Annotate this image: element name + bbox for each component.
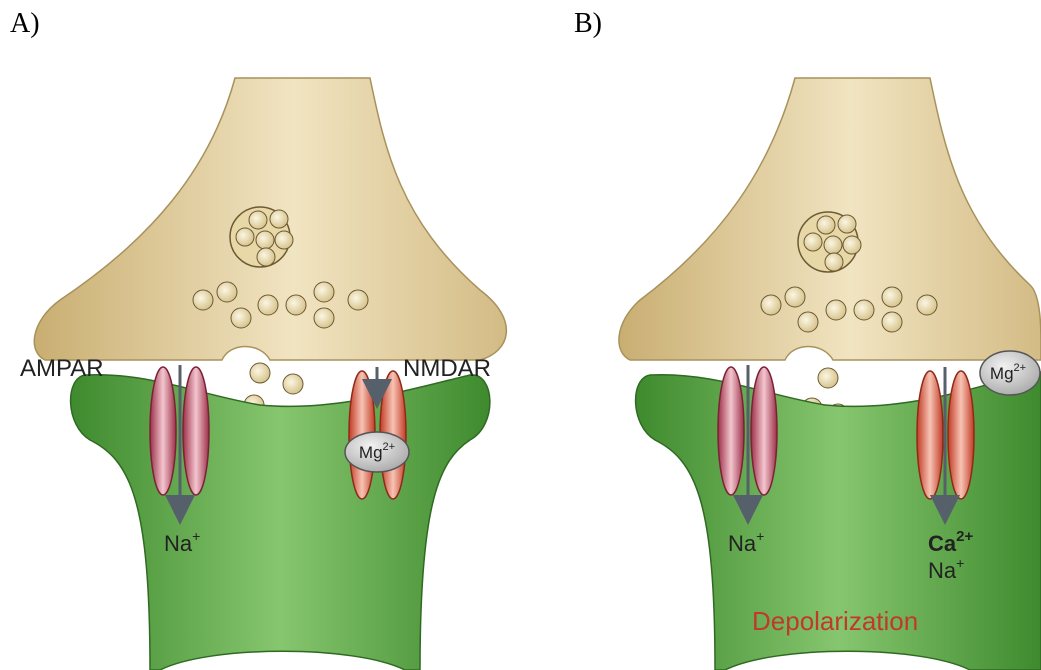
mg-ion-released: Mg2+ — [980, 351, 1040, 395]
depolarization-label: Depolarization — [752, 606, 918, 636]
panel-b: Mg2+ Na+ Ca2+ Na+ Depolarization — [619, 78, 1041, 670]
ampar-label: AMPAR — [20, 355, 104, 382]
postsynaptic-spine — [71, 375, 490, 670]
mg-ion-blocking: Mg2+ — [345, 432, 409, 472]
nmdar-label: NMDAR — [403, 355, 491, 382]
panel-a: Mg2+ AMPAR NMDAR Na+ — [20, 78, 506, 670]
